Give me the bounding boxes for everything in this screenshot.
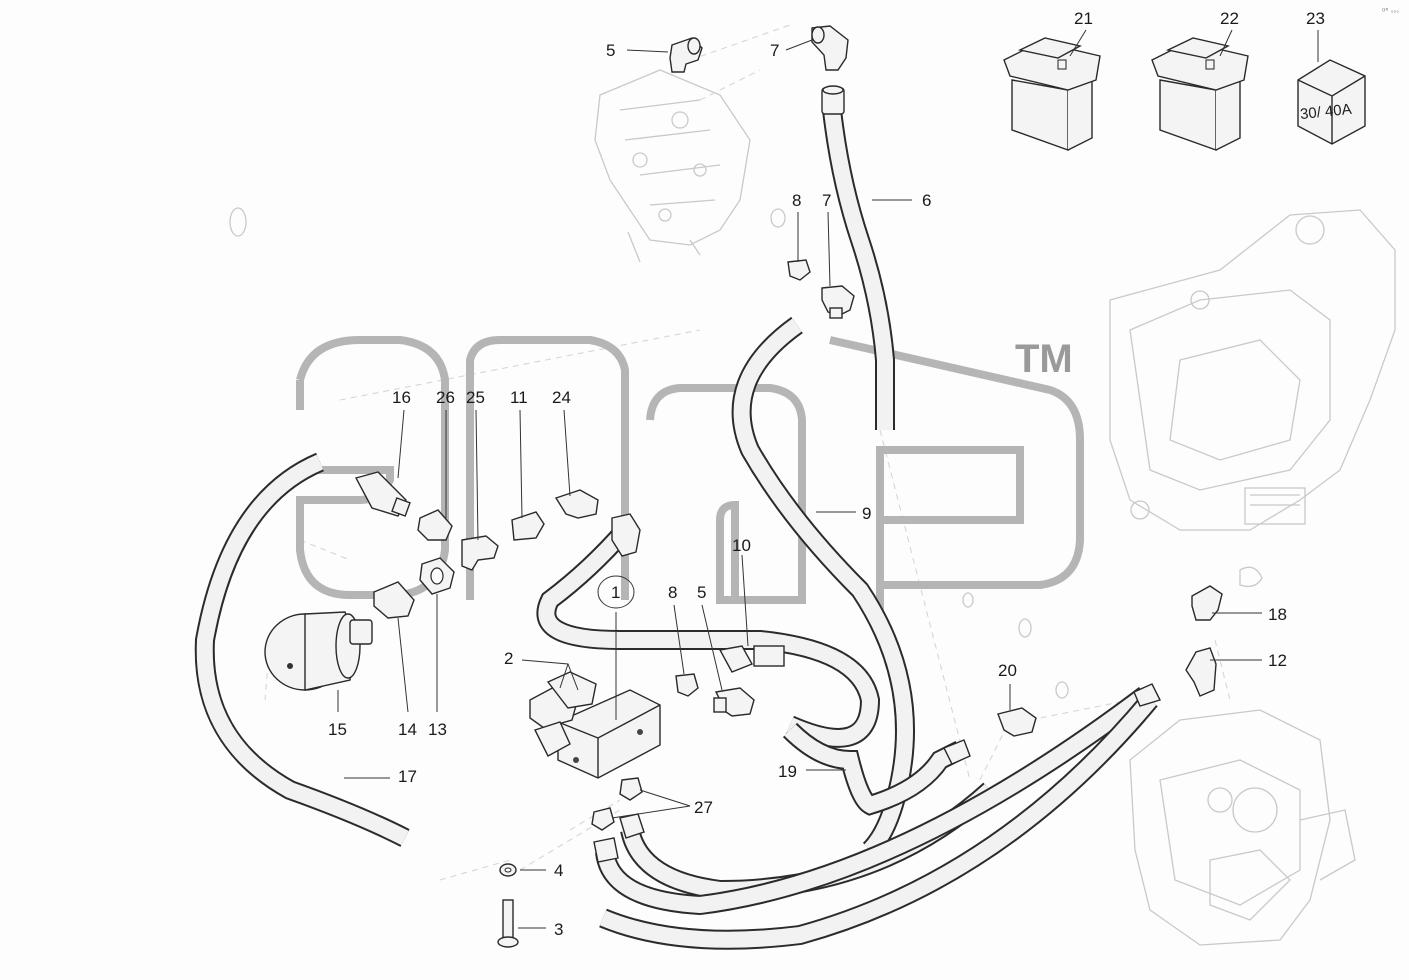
part-16-sensor — [354, 471, 411, 517]
part-2-solenoids — [529, 671, 597, 757]
label-7-top: 7 — [770, 41, 779, 60]
label-24: 24 — [552, 388, 571, 407]
label-22: 22 — [1220, 9, 1239, 28]
relay-rating-text: 30/ 40A — [1299, 101, 1352, 123]
label-23: 23 — [1306, 9, 1325, 28]
label-4: 4 — [554, 861, 563, 880]
part-1-valve-block — [557, 689, 661, 779]
label-10: 10 — [732, 536, 751, 555]
hose-9 — [731, 316, 915, 858]
ghost-dashed-lines — [264, 24, 1231, 881]
label-5-top: 5 — [606, 41, 615, 60]
hose-10 — [536, 523, 881, 748]
part-24-elbow — [554, 489, 599, 519]
part-26-nut — [417, 509, 453, 541]
corner-mark: ⁰° ◦◦◦ — [1382, 7, 1399, 16]
part-18-elbow — [1191, 585, 1223, 621]
hose-bottom-long — [595, 687, 1158, 950]
ghost-pump-bottom-right — [1129, 709, 1356, 946]
label-9: 9 — [862, 504, 871, 523]
label-21: 21 — [1074, 9, 1093, 28]
part-3-bolt — [497, 899, 519, 948]
label-19: 19 — [778, 762, 797, 781]
part-13-washer — [419, 557, 455, 595]
part-4-washer — [499, 863, 517, 877]
part-hose-fitting-6 — [821, 85, 845, 115]
part-19-end — [943, 683, 1161, 765]
label-5-mid: 5 — [697, 583, 706, 602]
label-16: 16 — [392, 388, 411, 407]
part-8-plug-mid — [675, 673, 699, 697]
label-13: 13 — [428, 720, 447, 739]
part-7-elbow-mid — [821, 285, 855, 319]
part-8-plug-top — [787, 259, 811, 281]
part-hose-fitting-10 — [611, 513, 641, 557]
label-26: 26 — [436, 388, 455, 407]
label-8-top: 8 — [792, 191, 801, 210]
part-23-relay: 30/ 40A — [1297, 59, 1366, 145]
ghost-valve-block-top — [594, 69, 751, 263]
ghost-small-parts — [229, 207, 1263, 699]
callout-labels: 5 7 6 8 7 16 26 25 11 24 9 10 21 22 23 1… — [328, 7, 1399, 939]
part-7-elbow-top — [811, 25, 849, 71]
label-6: 6 — [922, 191, 931, 210]
leader-lines — [337, 29, 1319, 929]
label-12: 12 — [1268, 651, 1287, 670]
part-5-elbow-top — [669, 37, 703, 73]
label-18: 18 — [1268, 605, 1287, 624]
hose-6 — [822, 108, 895, 430]
label-15: 15 — [328, 720, 347, 739]
label-8-mid: 8 — [668, 583, 677, 602]
part-20-elbow — [997, 707, 1037, 737]
label-2: 2 — [504, 649, 513, 668]
label-20: 20 — [998, 661, 1017, 680]
part-15-accumulator — [264, 611, 373, 691]
label-17: 17 — [398, 767, 417, 786]
hose-19 — [782, 722, 965, 816]
part-11-union — [511, 511, 545, 541]
label-3: 3 — [554, 920, 563, 939]
part-21-switch — [1003, 37, 1101, 151]
watermark: TM — [296, 336, 1084, 610]
part-hose-10-end — [718, 645, 785, 673]
part-22-switch — [1151, 37, 1249, 151]
part-5-elbow-mid — [713, 687, 755, 717]
label-25: 25 — [466, 388, 485, 407]
label-1: 1 — [611, 583, 620, 602]
hose-17 — [194, 452, 410, 847]
label-14: 14 — [398, 720, 417, 739]
label-7-mid: 7 — [822, 191, 831, 210]
part-25-tee — [461, 535, 499, 571]
part-14-adapter — [373, 581, 415, 619]
part-27-plugs — [591, 777, 643, 831]
ghost-gearbox-right — [1109, 209, 1396, 531]
part-12-tee — [1185, 647, 1217, 697]
watermark-trademark: TM — [1015, 337, 1073, 381]
label-27: 27 — [694, 798, 713, 817]
label-11: 11 — [510, 388, 528, 407]
